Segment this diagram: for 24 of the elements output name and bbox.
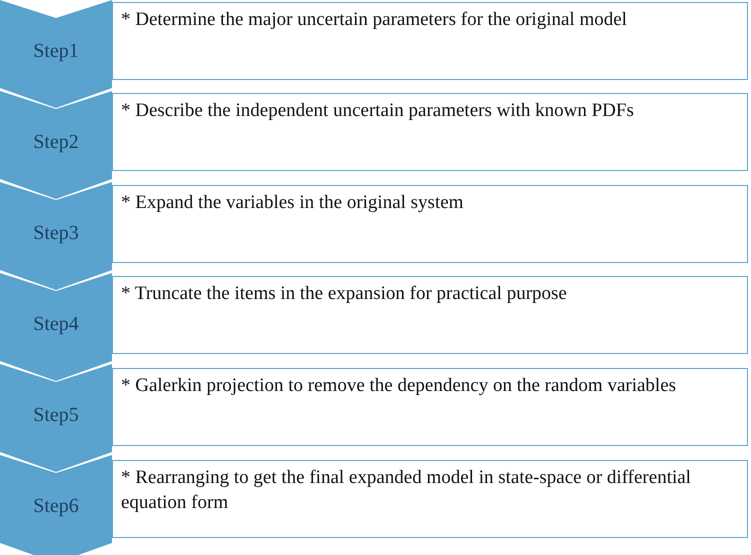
step-description-box [112,276,748,354]
step-description-box [112,93,748,171]
chevron-step-shape [0,182,112,290]
step-description: * Truncate the items in the expansion for practical purpose [121,282,568,306]
chevron-step-shape [0,91,112,199]
chevron-step-shape [0,364,112,472]
step-label: Step1 [32,40,80,63]
step-label: Step4 [32,313,80,336]
step-description: * Describe the independent uncertain parameters with known PDFs [121,99,635,123]
chevron-step-shape [0,455,112,555]
step-label: Step5 [32,404,80,427]
step-description-box [112,460,748,538]
step-description: * Determine the major uncertain parameters for the original model [121,8,628,32]
step-label: Step6 [32,495,80,518]
step-description: * Galerkin projection to remove the dependency on the random variables [121,374,678,398]
step-description-box [112,368,748,446]
chevron-step-shape [0,0,112,108]
step-description-box [112,185,748,263]
step-description-box [112,2,748,80]
chevron-step-shape [0,273,112,381]
step-description: * Expand the variables in the original system [121,191,464,215]
step-description: * Rearranging to get the final expanded model in state-space or differential equation form [121,466,692,515]
step-label: Step2 [32,131,80,154]
step-label: Step3 [32,222,80,245]
